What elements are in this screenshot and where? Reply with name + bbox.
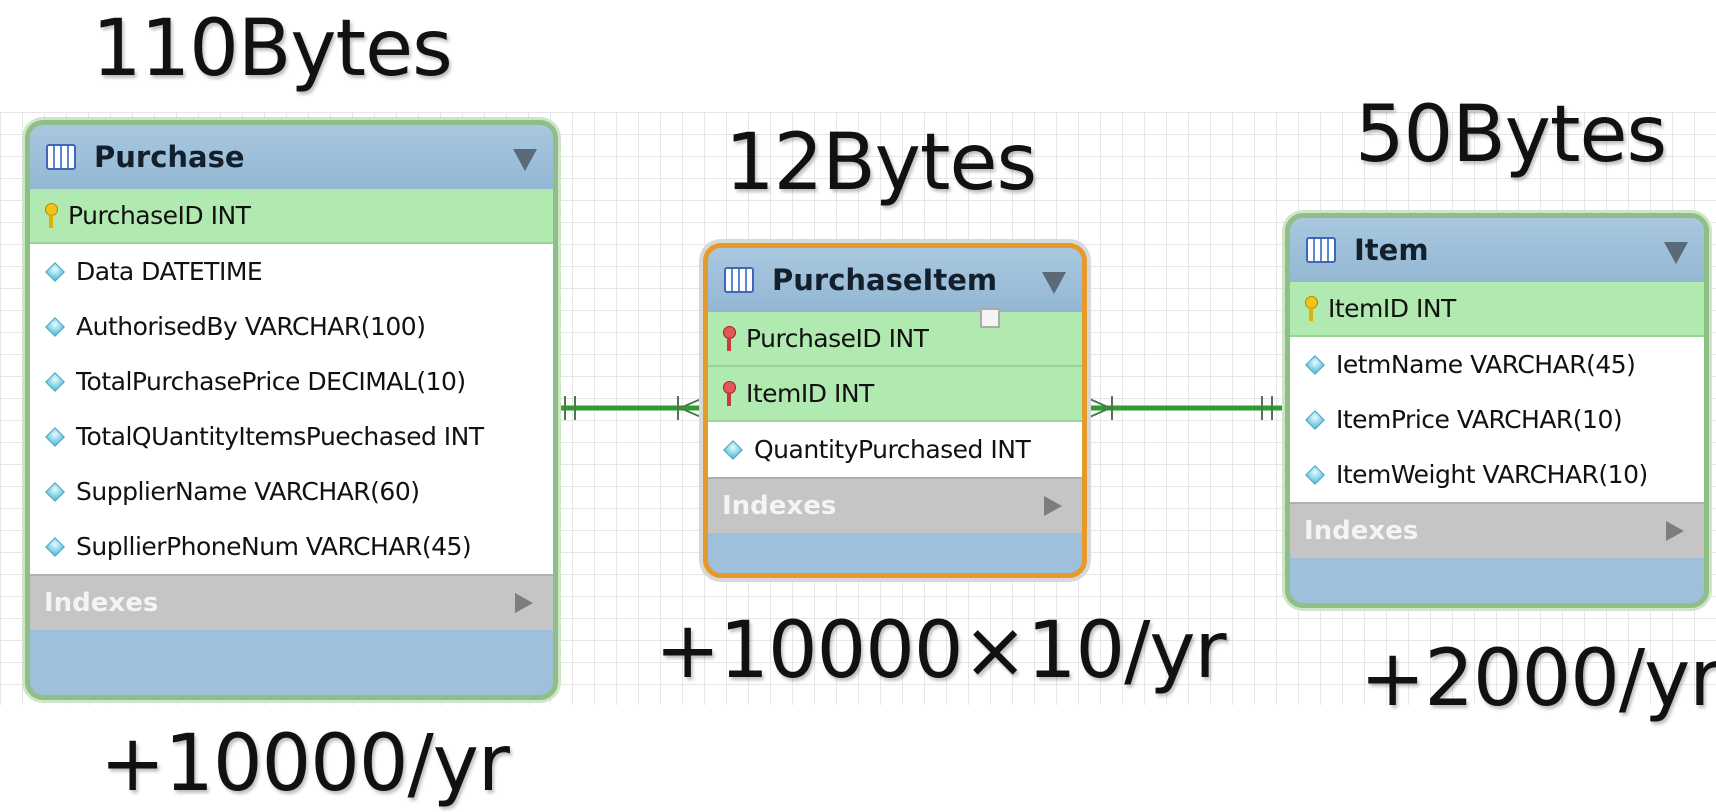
purchaseitem-table-title: PurchaseItem [772, 263, 998, 297]
column-row[interactable]: Data DATETIME [30, 244, 553, 299]
item-size-label: 50Bytes [1355, 90, 1667, 180]
foreign-key-icon [722, 380, 736, 407]
foreign-key-icon [722, 325, 736, 352]
purchase-rate-label: +10000/yr [100, 719, 510, 809]
column-diamond-icon [45, 316, 65, 337]
item-rate-label: +2000/yr [1360, 634, 1716, 724]
purchaseitem-table-header[interactable]: PurchaseItem [708, 248, 1082, 312]
indexes-section[interactable]: Indexes [30, 574, 553, 630]
indexes-section[interactable]: Indexes [708, 477, 1082, 533]
expand-arrow-icon[interactable] [1044, 496, 1062, 516]
column-diamond-icon [1305, 464, 1325, 485]
primary-key-icon [1304, 295, 1318, 322]
column-row[interactable]: AuthorisedBy VARCHAR(100) [30, 299, 553, 354]
collapse-triangle-icon[interactable] [1664, 242, 1688, 264]
column-diamond-icon [45, 536, 65, 557]
purchaseitem-size-label: 12Bytes [725, 118, 1037, 208]
column-row[interactable]: TotalQUantityItemsPuechased INT [30, 409, 553, 464]
indexes-label: Indexes [722, 491, 837, 521]
table-icon [1306, 237, 1336, 263]
purchaseitem-right-foot-1 [1082, 395, 1111, 409]
indexes-label: Indexes [44, 588, 159, 618]
purchase-table-title: Purchase [94, 140, 245, 174]
purchaseitem-right-foot-2 [1082, 407, 1111, 421]
column-row[interactable]: ItemID INT [708, 367, 1082, 422]
collapse-triangle-icon[interactable] [1042, 272, 1066, 294]
purchaseitem-rate-label: +10000×10/yr [655, 606, 1227, 696]
column-row[interactable]: QuantityPurchased INT [708, 422, 1082, 477]
item-table-title: Item [1354, 233, 1429, 267]
column-diamond-icon [45, 481, 65, 502]
column-diamond-icon [45, 426, 65, 447]
expand-arrow-icon[interactable] [515, 593, 533, 613]
resize-handle[interactable] [980, 308, 1000, 328]
column-row[interactable]: ItemWeight VARCHAR(10) [1290, 447, 1704, 502]
column-diamond-icon [1305, 354, 1325, 375]
column-row[interactable]: PurchaseID INT [30, 189, 553, 244]
column-row[interactable]: SupllierPhoneNum VARCHAR(45) [30, 519, 553, 574]
column-row[interactable]: IetmName VARCHAR(45) [1290, 337, 1704, 392]
column-diamond-icon [45, 371, 65, 392]
column-diamond-icon [723, 439, 743, 460]
indexes-section[interactable]: Indexes [1290, 502, 1704, 558]
purchase-size-label: 110Bytes [92, 4, 453, 94]
purchase-table-header[interactable]: Purchase [30, 125, 553, 189]
column-row[interactable]: ItemPrice VARCHAR(10) [1290, 392, 1704, 447]
collapse-triangle-icon[interactable] [513, 149, 537, 171]
column-diamond-icon [1305, 409, 1325, 430]
item-table-header[interactable]: Item [1290, 218, 1704, 282]
item-table[interactable]: Item ItemID INT IetmName VARCHAR(45) Ite… [1285, 213, 1709, 608]
primary-key-icon [44, 202, 58, 229]
expand-arrow-icon[interactable] [1666, 521, 1684, 541]
column-row[interactable]: TotalPurchasePrice DECIMAL(10) [30, 354, 553, 409]
table-icon [724, 267, 754, 293]
column-row[interactable]: SupplierName VARCHAR(60) [30, 464, 553, 519]
column-row[interactable]: ItemID INT [1290, 282, 1704, 337]
purchaseitem-table[interactable]: PurchaseItem PurchaseID INT ItemID INT Q… [703, 243, 1087, 578]
column-row[interactable]: PurchaseID INT [708, 312, 1082, 367]
column-diamond-icon [45, 261, 65, 282]
purchase-table[interactable]: Purchase PurchaseID INT Data DATETIME Au… [25, 120, 558, 700]
indexes-label: Indexes [1304, 516, 1419, 546]
table-icon [46, 144, 76, 170]
